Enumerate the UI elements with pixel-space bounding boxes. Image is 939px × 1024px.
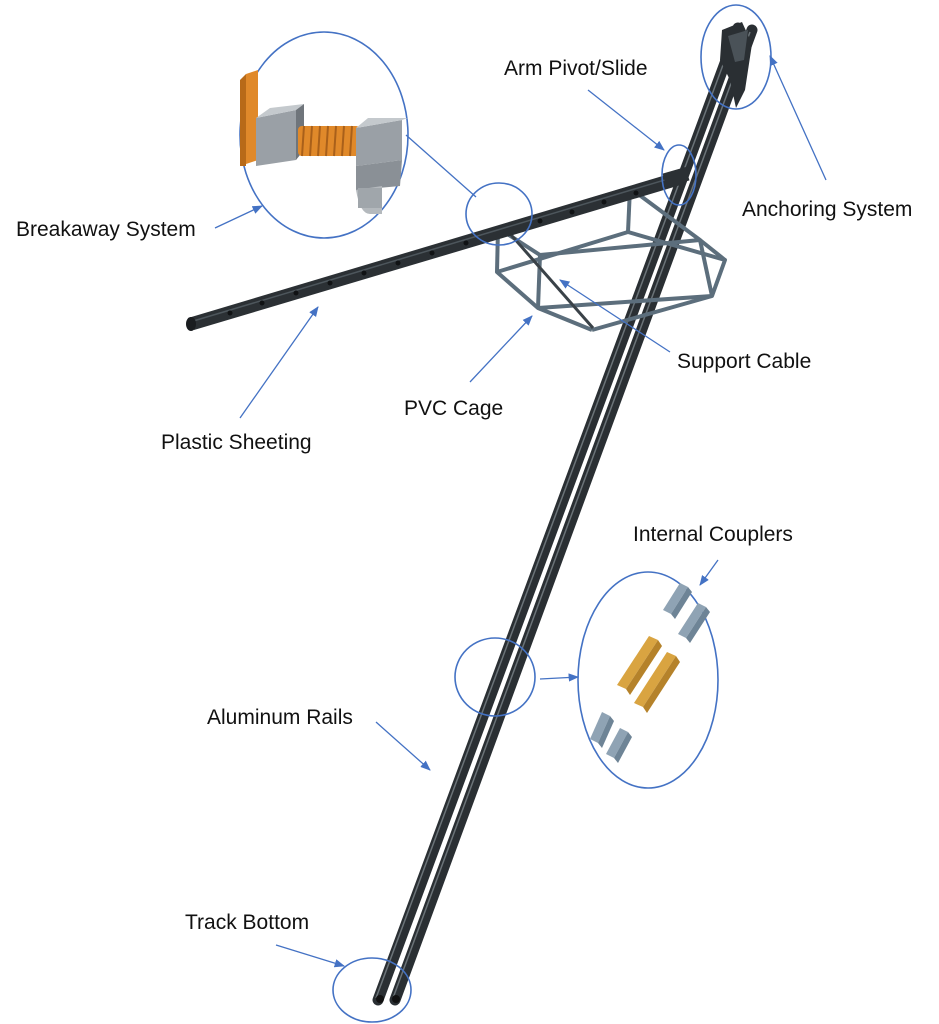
pvc-cage-label: PVC Cage: [404, 397, 503, 420]
support-cable: [503, 227, 595, 329]
support-cable-arrow: [559, 279, 671, 353]
breakaway-system-label: Breakaway System: [16, 218, 196, 241]
plastic-sheeting-arrow: [239, 306, 319, 419]
arm-pivot-arrow: [587, 89, 665, 151]
arm-pivot-callout-circle: [661, 144, 697, 206]
aluminum-rails-label: Aluminum Rails: [207, 706, 353, 729]
internal-couplers-arrow: [699, 559, 719, 586]
internal-couplers-label: Internal Couplers: [633, 523, 793, 546]
rail-callout-circle: [454, 637, 536, 717]
internal-couplers-detail: [590, 583, 710, 763]
track-bottom-callout-circle: [332, 957, 412, 1023]
track-bottom-arrow: [275, 944, 345, 968]
couplers-detail-circle: [577, 571, 719, 789]
coupler-connector-arrow: [539, 673, 580, 682]
pvc-cage: [495, 186, 727, 332]
arm-pivot-label: Arm Pivot/Slide: [504, 57, 648, 80]
support-cable-label: Support Cable: [677, 350, 811, 373]
breakaway-callout-circle: [465, 182, 533, 246]
pvc-cage-arrow: [469, 315, 533, 383]
breakaway-connector: [405, 134, 477, 198]
anchoring-system-label: Anchoring System: [742, 198, 912, 221]
aluminum-rails-arrow: [375, 721, 431, 771]
anchoring-arrow: [769, 55, 827, 181]
anchoring-bracket: [720, 22, 752, 108]
callout-arrows: [214, 55, 827, 968]
plastic-sheeting-label: Plastic Sheeting: [161, 431, 312, 454]
breakaway-detail: [240, 70, 408, 214]
track-bottom-label: Track Bottom: [185, 911, 309, 934]
breakaway-arrow: [214, 205, 263, 229]
plastic-sheeting-arm: [186, 166, 690, 331]
